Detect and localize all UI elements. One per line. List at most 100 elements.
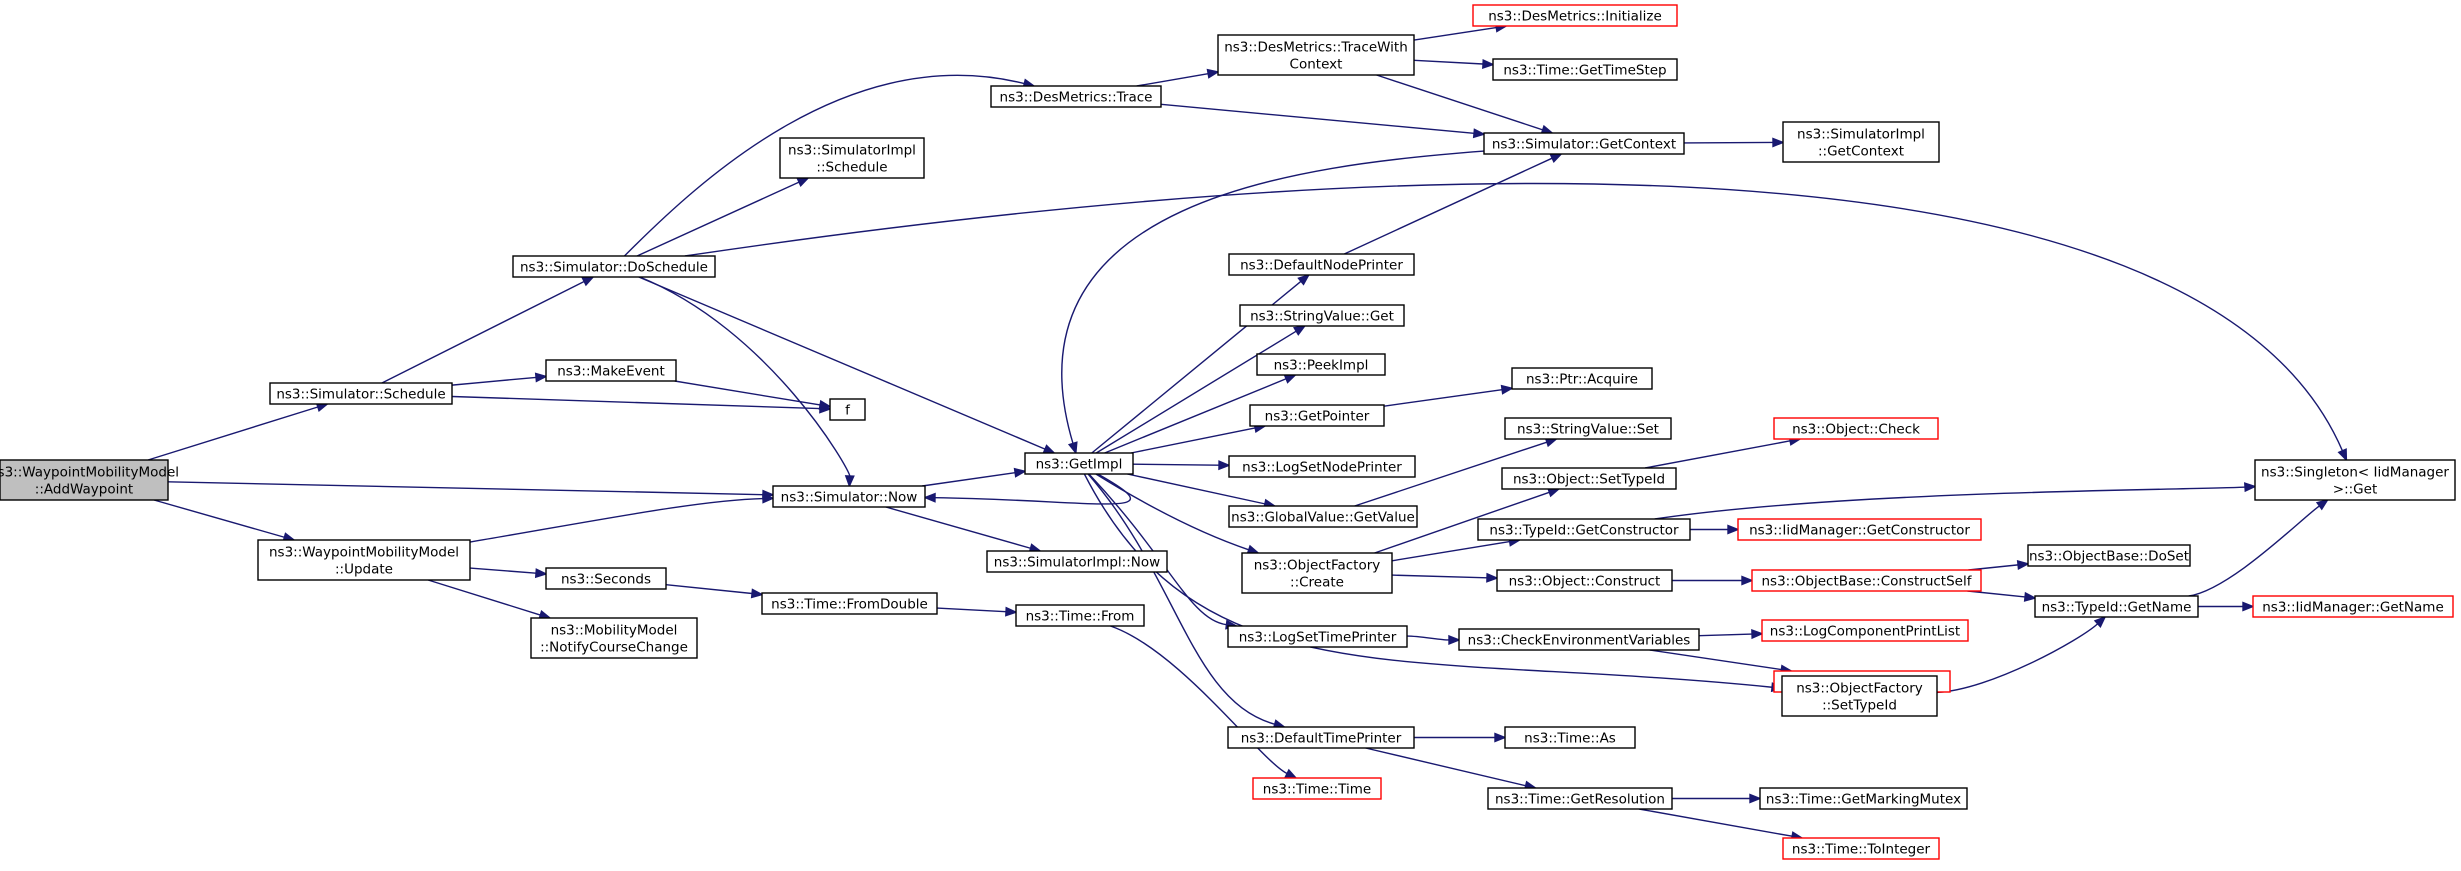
node-label: ns3::Object::Check [1792,422,1920,438]
node-iidgetctor[interactable]: ns3::IidManager::GetConstructor [1737,518,1982,541]
node-box [1511,367,1653,390]
node-root[interactable]: ns3::WaypointMobilityModel::AddWaypoint [0,459,179,501]
node-label: ns3::DefaultNodePrinter [1240,258,1403,274]
node-box [1249,404,1385,427]
node-dm_init[interactable]: ns3::DesMetrics::Initialize [1472,4,1678,27]
node-strget[interactable]: ns3::StringValue::Get [1239,304,1405,327]
node-ptracquire[interactable]: ns3::Ptr::Acquire [1511,367,1653,390]
node-label: ns3::Time::FromDouble [771,597,928,613]
node-getimpl[interactable]: ns3::GetImpl [1024,452,1134,475]
node-doset[interactable]: ns3::ObjectBase::DoSet [2027,544,2191,567]
node-constructself[interactable]: ns3::ObjectBase::ConstructSelf [1751,569,1982,592]
node-timestep[interactable]: ns3::Time::GetTimeStep [1492,58,1678,81]
node-checkenv[interactable]: ns3::CheckEnvironmentVariables [1458,628,1700,651]
node-singleton[interactable]: ns3::Singleton< IidManager >::Get [2254,459,2456,501]
node-label: ns3::Singleton< IidManager [2261,465,2449,481]
node-typegetname[interactable]: ns3::TypeId::GetName [2034,595,2199,618]
node-getres[interactable]: ns3::Time::GetResolution [1487,787,1673,810]
node-getconstructor[interactable]: ns3::TypeId::GetConstructor [1477,518,1691,541]
node-box [1773,417,1939,440]
node-box [772,485,926,508]
node-notify[interactable]: ns3::MobilityModel::NotifyCourseChange [530,617,698,659]
node-timeas[interactable]: ns3::Time::As [1504,726,1636,749]
edge-ofcreate-to-objconstruct [1391,572,1499,583]
node-objsettypeid[interactable]: ns3::Object::SetTypeId [1501,467,1677,490]
node-markingmutex[interactable]: ns3::Time::GetMarkingMutex [1759,787,1968,810]
node-lognodeprinter[interactable]: ns3::LogSetNodePrinter [1228,455,1416,478]
node-f[interactable]: f [829,398,866,421]
node-iidgetname[interactable]: ns3::IidManager::GetName [2252,595,2454,618]
edge-tracewith-to-getcontext [1376,74,1554,135]
edge-dosched-to-singleton [684,182,2348,462]
node-defnodeprinter[interactable]: ns3::DefaultNodePrinter [1228,253,1415,276]
node-logcomplist[interactable]: ns3::LogComponentPrintList [1761,619,1969,642]
node-makeevent[interactable]: ns3::MakeEvent [545,359,677,382]
edge-update-to-seconds [469,567,548,579]
node-timetime[interactable]: ns3::Time::Time [1252,777,1382,800]
node-box [2254,459,2456,501]
edge-dosched-to-getimpl [638,276,1056,454]
node-box [1228,505,1418,528]
node-strset[interactable]: ns3::StringValue::Set [1504,417,1672,440]
node-sched[interactable]: ns3::Simulator::Schedule [269,382,453,405]
node-box [1024,452,1134,475]
edge-desmetrics_trace-to-tracewith [1136,68,1220,87]
node-ofsettypeid[interactable]: ns3::ObjectFactory::SetTypeId [1781,675,1938,717]
node-objconstruct[interactable]: ns3::Object::Construct [1496,569,1673,592]
edge-getimpl-to-now [923,473,1132,505]
node-tointeger[interactable]: ns3::Time::ToInteger [1782,837,1940,860]
node-label: ns3::DefaultTimePrinter [1241,731,1402,747]
node-label: ns3::Ptr::Acquire [1526,372,1638,388]
node-objcheck[interactable]: ns3::Object::Check [1773,417,1939,440]
node-fromdouble[interactable]: ns3::Time::FromDouble [761,592,938,615]
node-label: ::Schedule [816,160,887,176]
node-label: ns3::DesMetrics::TraceWith [1224,40,1408,56]
node-box [1759,787,1968,810]
node-box [1458,628,1700,651]
node-seconds[interactable]: ns3::Seconds [545,567,667,590]
node-box [1477,518,1691,541]
node-box [2034,595,2199,618]
node-dosched[interactable]: ns3::Simulator::DoSchedule [512,255,716,278]
node-box [512,255,716,278]
edge-sched-to-makeevent [451,372,548,386]
node-gvgetvalue[interactable]: ns3::GlobalValue::GetValue [1228,505,1418,528]
node-label: ns3::StringValue::Get [1250,309,1394,325]
node-ofcreate[interactable]: ns3::ObjectFactory::Create [1241,552,1393,594]
node-label: ns3::Simulator::GetContext [1492,137,1676,153]
node-box [1504,726,1636,749]
node-peekimpl[interactable]: ns3::PeekImpl [1256,353,1386,376]
node-logtimeprinter[interactable]: ns3::LogSetTimePrinter [1227,625,1408,648]
node-getcontext[interactable]: ns3::Simulator::GetContext [1483,132,1685,155]
node-box [1227,625,1408,648]
node-desmetrics_trace[interactable]: ns3::DesMetrics::Trace [990,85,1162,108]
node-box [1751,569,1982,592]
edge-makeevent-to-f [674,380,832,410]
edge-dosched-to-simimpl_sched [636,177,810,257]
node-label: ::GetContext [1818,144,1904,160]
node-label: ns3::Object::SetTypeId [1513,472,1665,488]
node-label: ns3::Simulator::Schedule [276,387,445,403]
node-from[interactable]: ns3::Time::From [1015,604,1145,627]
node-box [986,550,1168,573]
node-simimpl_getctx[interactable]: ns3::SimulatorImpl::GetContext [1782,121,1940,163]
node-simimpl_now[interactable]: ns3::SimulatorImpl::Now [986,550,1168,573]
node-getpointer[interactable]: ns3::GetPointer [1249,404,1385,427]
node-label: ::Create [1290,575,1344,591]
node-deftimeprinter[interactable]: ns3::DefaultTimePrinter [1227,726,1415,749]
node-label: ::Update [335,562,393,578]
node-update[interactable]: ns3::WaypointMobilityModel::Update [257,539,471,581]
node-label: ns3::TypeId::GetConstructor [1489,523,1679,539]
node-label: ns3::Simulator::Now [781,490,918,506]
edge-defnodeprinter-to-getcontext [1343,153,1563,255]
node-now[interactable]: ns3::Simulator::Now [772,485,926,508]
node-label: ns3::ObjectFactory [1254,558,1381,574]
node-box [1472,4,1678,27]
node-simimpl_sched[interactable]: ns3::SimulatorImpl::Schedule [779,137,925,179]
node-box [761,592,938,615]
edge-now-to-getimpl [922,467,1027,487]
node-box [545,567,667,590]
node-label: ns3::Simulator::DoSchedule [520,260,708,276]
node-box [0,459,169,501]
